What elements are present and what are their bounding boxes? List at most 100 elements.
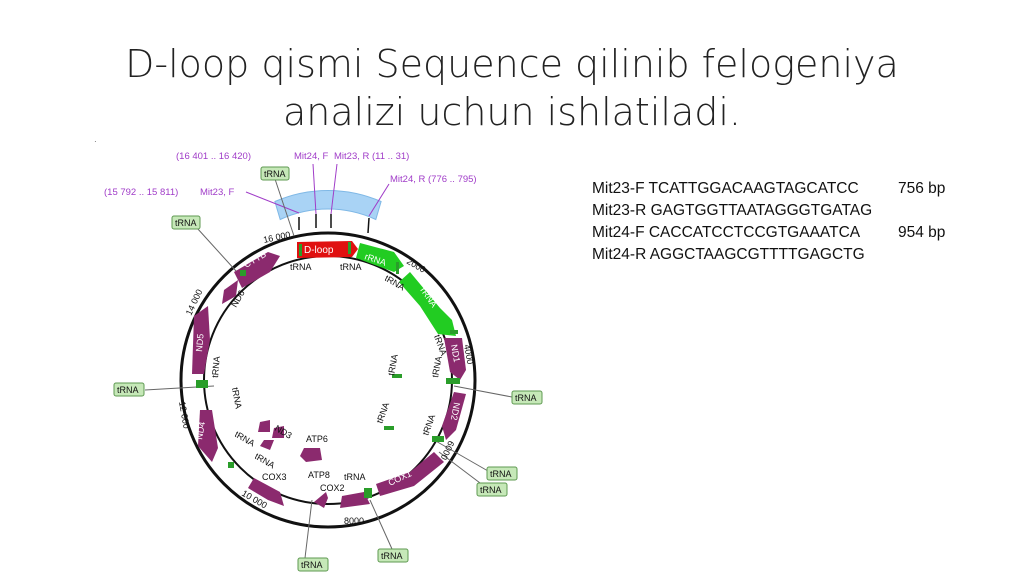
tick-12000: 12 000 xyxy=(177,401,192,430)
nd6-feature xyxy=(222,280,238,304)
primer-region-highlight xyxy=(274,189,382,221)
slide-title: D-loop qismi Sequence qilinib felogeniya… xyxy=(0,40,1024,136)
trna-badge-bottom2 xyxy=(297,557,329,572)
nd2-label: ND2 xyxy=(449,402,462,421)
trna-label-h: tRNA xyxy=(420,413,437,437)
primer-mit23f-label: Mit23, F xyxy=(200,187,235,198)
product-size: 954 bp xyxy=(898,224,946,241)
genome-outer-ring xyxy=(179,231,477,529)
primer-label: Mit24-R AGGCTAAGCGTTTTGAGCTG xyxy=(592,246,865,263)
trna-label-l: tRNA xyxy=(210,356,222,378)
trna-badge-br2-text: tRNA xyxy=(480,485,502,495)
trna-mark-5 xyxy=(446,378,460,384)
rrna2-feature xyxy=(399,272,456,336)
trna-badge-br2 xyxy=(476,482,508,497)
primer-label: Mit23-F TCATTGGACAAGTAGCATCC xyxy=(592,180,859,197)
trna-mark-6 xyxy=(432,436,444,442)
primer-mit23r-label: Mit23, R (11 .. 31) xyxy=(334,151,409,162)
trna-label-e: tRNA xyxy=(430,355,444,378)
tick-4000: 4000 xyxy=(462,344,475,365)
trna-badge-bottom xyxy=(377,548,409,563)
mitochondrial-genome-map: · xyxy=(94,140,576,576)
cox1-feature xyxy=(376,452,444,496)
trna-mark-9 xyxy=(364,488,372,498)
primer-pos-16401: (16 401 .. 16 420) xyxy=(176,151,251,162)
trna-mark-7 xyxy=(392,374,402,378)
trna-mark-2 xyxy=(348,242,351,254)
tick-8000: 8000 xyxy=(344,516,364,526)
trna-label-m: tRNA xyxy=(230,387,244,410)
trna-label-j: tRNA xyxy=(253,451,277,470)
trna-badge-br1-text: tRNA xyxy=(490,469,512,479)
rrna1-feature xyxy=(356,243,404,272)
trna-label-f: tRNA xyxy=(386,353,400,376)
atp6-label: ATP6 xyxy=(306,434,328,444)
trna-badge-bottom2-text: tRNA xyxy=(301,560,323,570)
nd3-feature-c xyxy=(260,440,274,450)
primer-pos-15792: (15 792 .. 15 811) xyxy=(104,187,178,198)
primer-list: Mit23-F TCATTGGACAAGTAGCATCC 756 bp Mit2… xyxy=(592,178,945,266)
trna-badge-top xyxy=(260,166,290,181)
primer-ticks xyxy=(298,214,370,234)
primer-lines xyxy=(245,163,390,217)
cox2-feature xyxy=(340,492,370,508)
primer-mit24r-label: Mit24, R (776 .. 795) xyxy=(390,174,477,185)
nd3-label: ND3 xyxy=(273,423,294,441)
atp6-feature xyxy=(300,448,322,462)
trna-badge-right xyxy=(511,390,543,405)
trna-badge-topleft xyxy=(171,215,201,230)
primer-label: Mit24-F CACCATCCTCCGTGAAATCA xyxy=(592,224,861,241)
line-mit24f xyxy=(312,163,317,215)
trna-badge-right-text: tRNA xyxy=(515,393,537,403)
trna-label-c: tRNA xyxy=(383,273,407,292)
primer-row: Mit23-F TCATTGGACAAGTAGCATCC 756 bp xyxy=(592,178,945,200)
cox3-label: COX3 xyxy=(262,472,287,482)
map-corner-mark: · xyxy=(94,140,97,146)
trna-mark-11 xyxy=(196,380,208,388)
trna-badge-top-text: tRNA xyxy=(264,169,286,179)
atp8-feature xyxy=(314,492,328,508)
trna-label-b: tRNA xyxy=(340,262,362,272)
line-mit23r xyxy=(330,163,338,215)
trna-mark-1 xyxy=(299,244,302,256)
trna-label-k: tRNA xyxy=(233,429,257,448)
trna-badge-br1 xyxy=(486,466,518,481)
tick-2000: 2000 xyxy=(405,256,427,275)
slide-title-line2: analizi uchun ishlatiladi. xyxy=(282,90,741,134)
genome-map-svg: · xyxy=(94,140,543,572)
trna-mark-12 xyxy=(240,270,246,276)
nd2-feature xyxy=(442,392,466,440)
trna-badge-topleft-text: tRNA xyxy=(175,218,197,228)
cox2-label: COX2 xyxy=(320,483,345,493)
trna-badge-bottom-text: tRNA xyxy=(381,551,403,561)
nd1-label: ND1 xyxy=(449,344,462,363)
trna-mark-3 xyxy=(396,262,399,274)
atp8-label: ATP8 xyxy=(308,470,330,480)
primer-row: Mit24-F CACCATCCTCCGTGAAATCA 954 bp xyxy=(592,222,945,244)
primer-label: Mit23-R GAGTGGTTAATAGGGTGATAG xyxy=(592,202,873,219)
primer-row: Mit23-R GAGTGGTTAATAGGGTGATAG xyxy=(592,200,872,222)
line-mit23f xyxy=(245,191,300,214)
nd4-label: ND4 xyxy=(194,421,207,440)
primer-row: Mit24-R AGGCTAAGCGTTTTGAGCTG xyxy=(592,244,872,266)
trna-mark-4 xyxy=(450,330,458,334)
nd3-feature-b xyxy=(272,426,284,438)
line-mit24r xyxy=(368,183,390,217)
nd4-feature xyxy=(198,410,218,462)
trna-badge-left-text: tRNA xyxy=(117,385,139,395)
trna-mark-10 xyxy=(228,462,234,468)
dloop-feature xyxy=(297,241,358,258)
nd1-feature xyxy=(444,338,466,380)
trna-label-i: tRNA xyxy=(344,472,366,482)
nd3-feature-a xyxy=(258,420,270,432)
slide-title-line1: D-loop qismi Sequence qilinib felogeniya xyxy=(125,42,899,86)
nd5-feature xyxy=(192,306,210,374)
trna-label-g: tRNA xyxy=(374,401,391,425)
cox3-feature xyxy=(248,478,284,506)
dloop-label: D-loop xyxy=(304,245,334,256)
nd5-label: ND5 xyxy=(194,333,206,352)
cytb-feature xyxy=(234,252,280,288)
primer-mit24f-label: Mit24, F xyxy=(294,151,329,162)
product-size: 756 bp xyxy=(898,180,946,197)
trna-label-d: tRNA xyxy=(432,333,449,357)
